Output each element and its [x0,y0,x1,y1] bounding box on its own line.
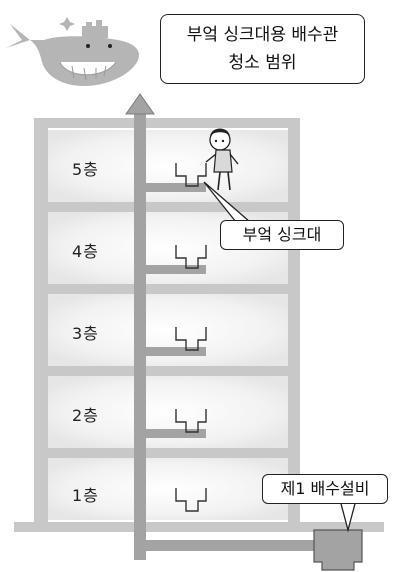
building-frame [14,118,384,532]
ground-line [14,522,384,532]
diagram-title: 부엌 싱크대용 배수관 청소 범위 [160,14,365,84]
branch-pipe-3 [146,347,206,356]
sink-4 [175,245,207,269]
vent-arrow [125,93,155,115]
floor-label-3: 3층 [72,324,99,343]
roof-slab [34,118,300,128]
branch-pipe-5 [146,183,206,192]
floor-label-5: 5층 [72,160,99,179]
facility-callout: 제1 배수설비 [262,474,388,504]
floor-slab-4 [48,284,288,294]
sink-callout: 부엌 싱크대 [220,220,344,250]
sinks [175,163,207,512]
title-line-1: 부엌 싱크대용 배수관 [186,25,339,45]
sink-2 [175,409,207,433]
floor-label-2: 2층 [72,406,99,425]
branch-pipe-2 [146,429,206,438]
horizontal-sewer-pipe [134,540,320,551]
branch-pipe-4 [146,265,206,274]
floor-label-1: 1층 [72,486,99,505]
sink-1 [175,488,207,512]
vertical-stack-pipe [134,112,146,560]
title-line-2: 청소 범위 [228,53,297,73]
sink-5 [175,163,207,187]
drain-facility-box [313,529,363,571]
person-icon [205,128,239,191]
sewer-line [134,529,363,571]
floor-slab-3 [48,366,288,376]
right-wall [288,118,300,522]
sink-3 [175,327,207,351]
floor-label-4: 4층 [72,242,99,261]
floor-slab-5 [48,202,288,212]
drain-stack [125,93,155,560]
room-1 [48,458,288,520]
floor-slab-2 [48,448,288,458]
branch-pipes [146,183,206,438]
whale-mascot-icon [6,17,140,86]
left-wall [34,118,48,522]
